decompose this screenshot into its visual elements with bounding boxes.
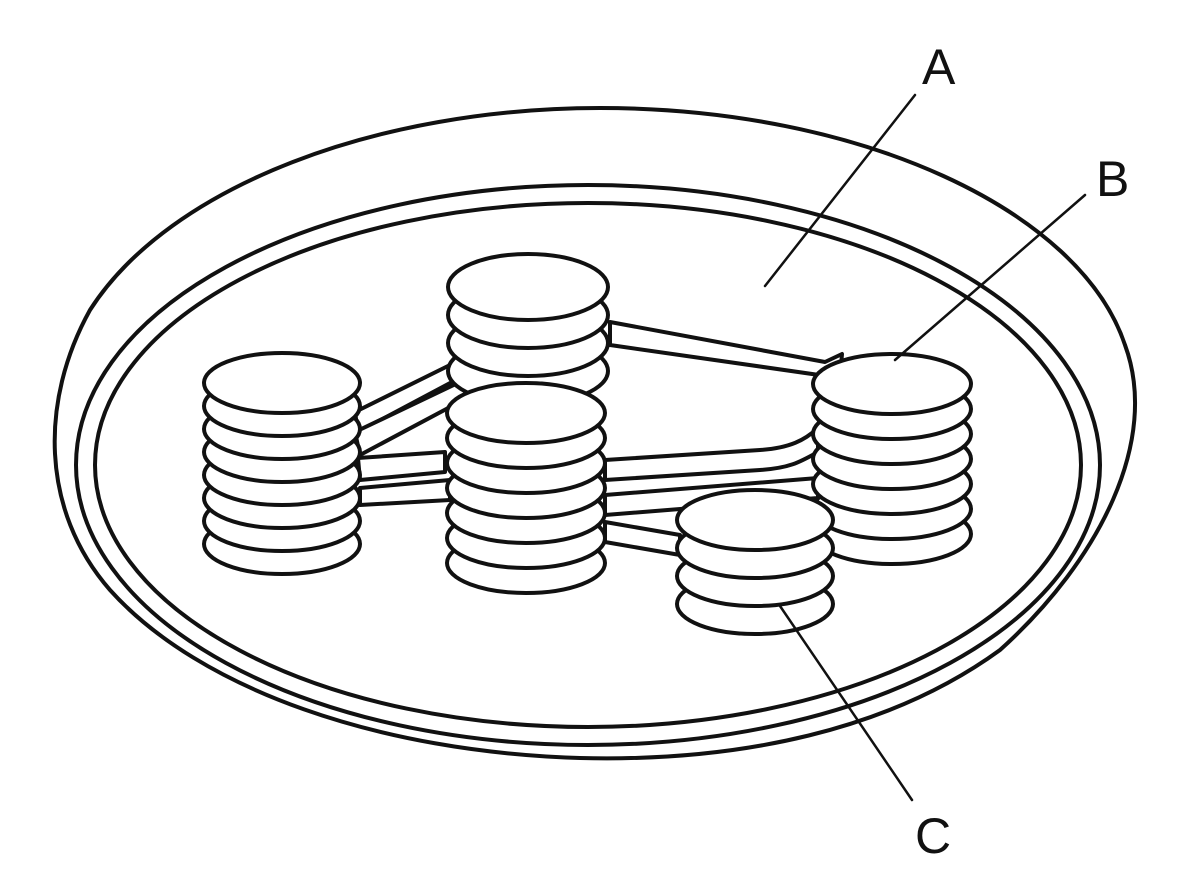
thylakoid-disc xyxy=(204,353,360,413)
granum-small xyxy=(677,490,833,634)
lamella-middle-to-small xyxy=(605,522,680,555)
granum-middle xyxy=(447,383,605,593)
lamella-left-to-middle-bottom xyxy=(360,480,450,505)
label-a: A xyxy=(922,39,956,95)
granum-left xyxy=(204,353,360,574)
lamella-top-to-right-upper xyxy=(610,322,842,378)
granum-right xyxy=(813,354,971,564)
lamella-left-to-middle-lower xyxy=(358,452,445,480)
label-c: C xyxy=(915,808,951,864)
thylakoid-disc xyxy=(447,383,605,443)
thylakoid-disc xyxy=(813,354,971,414)
leader-line-b xyxy=(895,195,1085,360)
thylakoid-disc xyxy=(448,254,608,320)
thylakoid-disc xyxy=(677,490,833,550)
label-b: B xyxy=(1096,151,1129,207)
lamella-middle-to-right xyxy=(605,428,818,480)
